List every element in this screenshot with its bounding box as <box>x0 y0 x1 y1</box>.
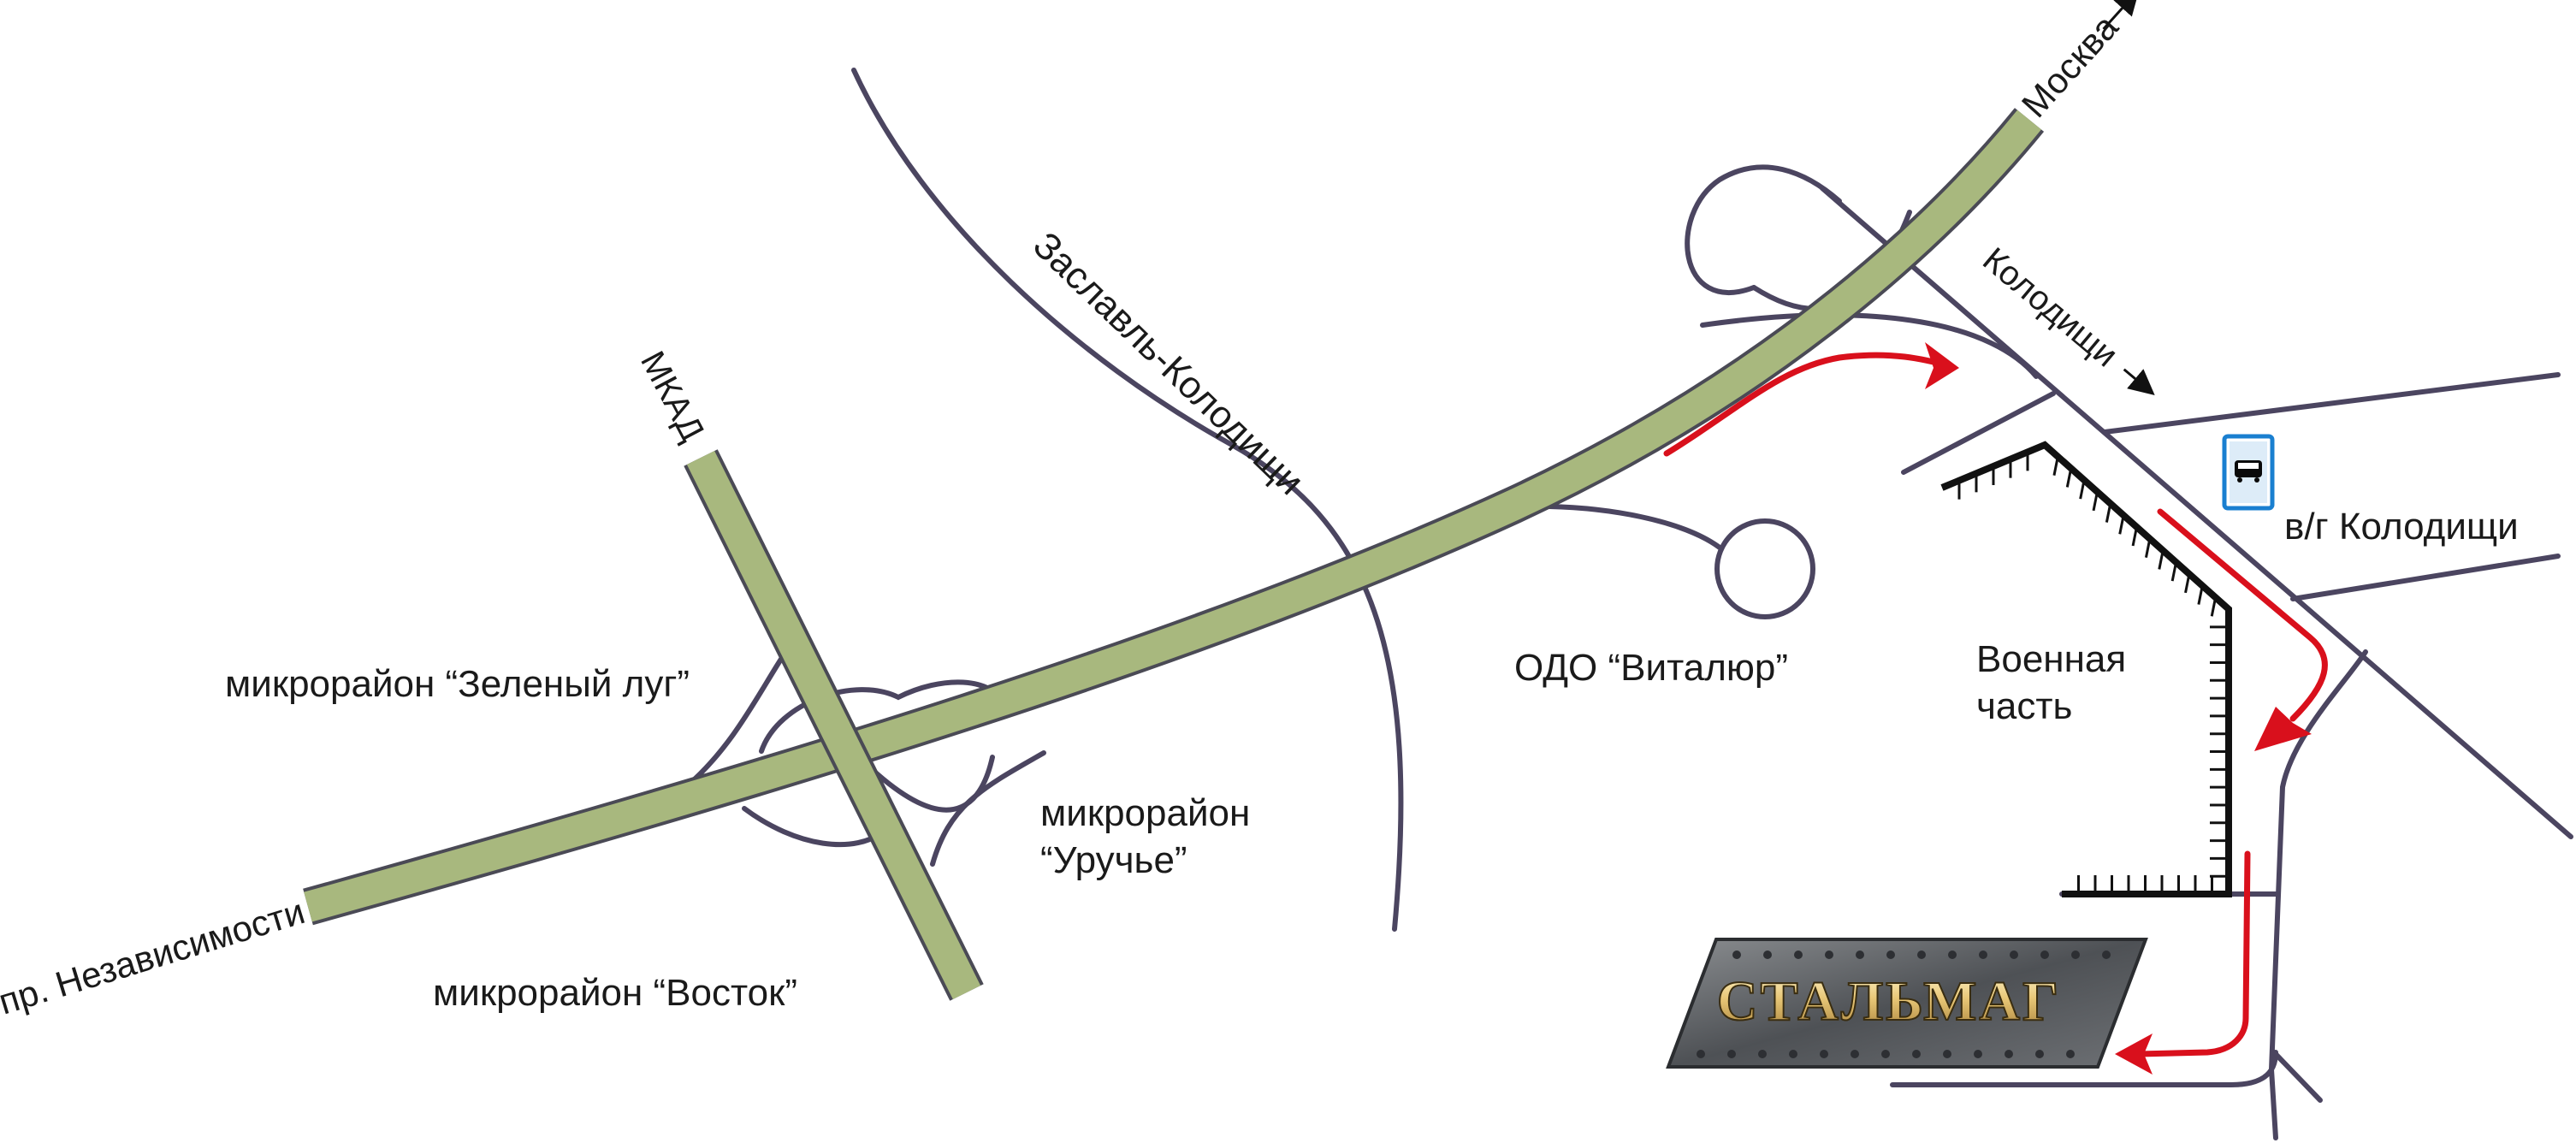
stalmag-east-road <box>2268 649 2368 1140</box>
military-boundary-tick <box>2118 514 2125 535</box>
vitalur-marker <box>1714 518 1815 619</box>
zaslavl-kolodishchi-road <box>851 68 1404 932</box>
plate-rivet <box>1851 1050 1859 1058</box>
plate-rivet <box>1912 1050 1921 1058</box>
vitalur-access-road <box>1522 503 1722 550</box>
kolodishchi-direction: Колодищи <box>1975 240 2155 395</box>
plate-rivet <box>1727 1050 1736 1058</box>
mkad-interchange-ramp-se <box>930 750 1046 867</box>
plate-rivet <box>1825 951 1833 959</box>
uruchye-label-line2: “Уручье” <box>1040 839 1187 881</box>
moscow-interchange-loop <box>1685 164 1842 295</box>
plate-rivet <box>1697 1050 1705 1058</box>
plate-rivet <box>1794 951 1803 959</box>
stalmag-access-road <box>1901 391 2056 475</box>
military-boundary-tick <box>2065 468 2073 488</box>
plate-rivet <box>2005 1050 2013 1058</box>
plate-rivet <box>1820 1050 1828 1058</box>
direction-arrow-icon <box>2123 368 2155 395</box>
road-east-2 <box>2290 554 2561 601</box>
red-route-arrow-icon <box>2157 508 2328 722</box>
military-boundary-tick <box>2079 479 2086 500</box>
moscow-interchange-ramp-3 <box>1700 312 2039 379</box>
stalmag-south-branch <box>2271 1050 2323 1103</box>
military-unit-label-line2: часть <box>1976 685 2072 727</box>
military-boundary-tick <box>2092 491 2099 512</box>
military-boundary-tick <box>2144 538 2152 559</box>
plate-rivet <box>1732 951 1741 959</box>
plate-rivet <box>1789 1050 1797 1058</box>
bus-stop-label: в/г Колодищи <box>2284 506 2519 548</box>
plate-rivet <box>2040 951 2049 959</box>
military-boundary-tick <box>2170 561 2178 582</box>
uruchye-label-line1: микрорайон <box>1040 792 1250 834</box>
plate-rivet <box>1856 951 1864 959</box>
plate-rivet <box>2066 1050 2075 1058</box>
moscow-direction: Москва <box>2014 0 2140 125</box>
direction-arrow-icon <box>2102 0 2140 31</box>
plate-rivet <box>2071 951 2080 959</box>
plate-rivet <box>1886 951 1895 959</box>
red-route-arrow-icon <box>2135 850 2251 1057</box>
independence-avenue-highway <box>303 108 2045 926</box>
independence-avenue-label: пр. Независимости <box>0 891 309 1022</box>
red-route-arrow-icon <box>1663 352 1954 457</box>
plate-rivet <box>2035 1050 2044 1058</box>
mkad-highway <box>684 449 984 1001</box>
plate-rivet <box>1881 1050 1890 1058</box>
military-boundary-tick <box>2210 596 2218 617</box>
road-east-1 <box>2102 372 2561 435</box>
plate-rivet <box>1974 1050 1982 1058</box>
military-boundary-tick <box>2052 456 2059 477</box>
plate-rivet <box>1763 951 1772 959</box>
military-boundary-tick <box>2197 585 2204 605</box>
plate-rivet <box>1758 1050 1767 1058</box>
stalmag-logo-text: СТАЛЬМАГ <box>1717 970 2061 1033</box>
military-boundary-tick <box>2105 503 2112 523</box>
mkad-interchange-loop-north <box>759 679 1008 754</box>
vostok-label: микрорайон “Восток” <box>433 972 797 1014</box>
plate-rivet <box>1917 951 1926 959</box>
plate-rivet <box>2010 951 2018 959</box>
zaslavl-kolodishchi-label: Заславль-Колодищи <box>1025 224 1312 503</box>
plate-rivet <box>1979 951 1987 959</box>
bus-stop-sign-icon <box>2222 434 2275 511</box>
military-boundary-tick <box>2131 526 2138 547</box>
zeleny-lug-label: микрорайон “Зеленый луг” <box>225 663 690 705</box>
mkad-label: МКАД <box>633 346 711 447</box>
military-boundary-tick <box>2158 550 2164 570</box>
vitalur-label: ОДО “Виталюр” <box>1514 647 1788 689</box>
plate-rivet <box>1943 1050 1951 1058</box>
plate-rivet <box>2102 951 2111 959</box>
kolodishchi-road <box>1820 186 2573 839</box>
route-arrows <box>1663 342 2328 1075</box>
kolodishchi-label: Колодищи <box>1975 240 2124 374</box>
plate-rivet <box>1948 951 1957 959</box>
stalmag-south-road <box>1890 1050 2278 1087</box>
military-unit-boundary <box>1940 441 2232 897</box>
military-boundary-tick <box>2184 573 2191 594</box>
military-unit-label-line1: Военная <box>1976 638 2126 680</box>
stalmag-logo: СТАЛЬМАГ <box>1666 938 2148 1069</box>
